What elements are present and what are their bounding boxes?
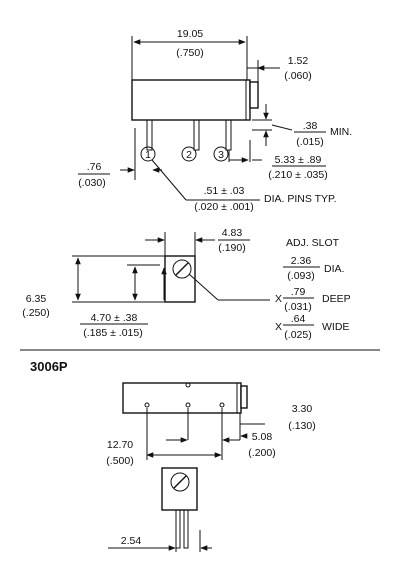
top-pins — [146, 119, 232, 151]
top-body — [131, 79, 251, 121]
pin-length-min: MIN. — [330, 126, 352, 138]
pin-length-in: (.015) — [296, 136, 323, 148]
wide-label: WIDE — [322, 321, 349, 333]
p-body — [122, 382, 242, 414]
p-lead-1 — [175, 509, 181, 549]
pin-spacing-in: (.210 ± .035) — [268, 169, 327, 181]
pitch-in: (.200) — [248, 447, 275, 459]
top-offset-mm: 1.52 — [288, 55, 309, 67]
pin-number-3: 3 — [218, 149, 224, 161]
model-label: 3006P — [30, 359, 68, 374]
end-body — [164, 255, 196, 303]
deep-in: (.031) — [284, 301, 311, 313]
end-width-mm: 4.83 — [222, 227, 243, 239]
wide-in: (.025) — [284, 329, 311, 341]
end-offset-mm: 4.70 ± .38 — [91, 312, 138, 324]
end-height-in: (.250) — [22, 307, 49, 319]
end-width-in: (.190) — [218, 242, 245, 254]
pin-1 — [146, 119, 153, 151]
top-adjust-tab — [249, 81, 259, 109]
top-view: 19.05 (.750) 1.52 (.060) 1 2 3 .38 (.0 — [78, 28, 352, 213]
pin-dia-mm: .51 ± .03 — [204, 185, 245, 197]
pin-dia-in: (.020 ± .001) — [194, 201, 253, 213]
p-end-body — [161, 467, 198, 511]
deep-mm: .79 — [291, 286, 306, 298]
adj-slot-label: ADJ. SLOT — [286, 237, 340, 249]
p-lead-2 — [183, 509, 189, 549]
top-width-in: (.750) — [176, 47, 203, 59]
deep-label: DEEP — [322, 293, 351, 305]
edge-mm: 3.30 — [292, 403, 313, 415]
edge-in: (.130) — [288, 420, 315, 432]
span-mm: 12.70 — [107, 439, 133, 451]
end-view: 4.83 (.190) 6.35 (.250) 4.70 ± .38 (.185… — [22, 227, 350, 341]
wide-mm: .64 — [291, 313, 306, 325]
end-offset-in: (.185 ± .015) — [83, 327, 142, 339]
pin-number-1: 1 — [145, 149, 151, 161]
span-in: (.500) — [106, 455, 133, 467]
deep-x: X — [275, 293, 282, 305]
top-offset-in: (.060) — [284, 70, 311, 82]
pin-2 — [193, 119, 200, 151]
pin-length-mm: .38 — [303, 120, 318, 132]
side-mm: .76 — [87, 161, 102, 173]
adjust-slot-circle — [172, 259, 192, 279]
wide-x: X — [275, 321, 282, 333]
side-in: (.030) — [78, 177, 105, 189]
pin-spacing-mm: 5.33 ± .89 — [275, 154, 322, 166]
model-3006p-view: 3006P 3.30 (.130) 5.08 (.200) 12.70 (.50… — [30, 359, 316, 552]
slot-dia-mm: 2.36 — [291, 255, 312, 267]
end-height-mm: 6.35 — [26, 293, 47, 305]
pitch-mm: 5.08 — [252, 431, 273, 443]
pin-number-2: 2 — [186, 149, 192, 161]
slot-dia-in: (.093) — [287, 270, 314, 282]
top-width-mm: 19.05 — [177, 28, 203, 40]
pin-dia-label: DIA. PINS TYP. — [264, 193, 337, 205]
lead-mm: 2.54 — [121, 535, 142, 547]
pin-3 — [225, 119, 232, 151]
slot-dia-label: DIA. — [324, 263, 344, 275]
p-adjust-tab — [240, 385, 248, 409]
